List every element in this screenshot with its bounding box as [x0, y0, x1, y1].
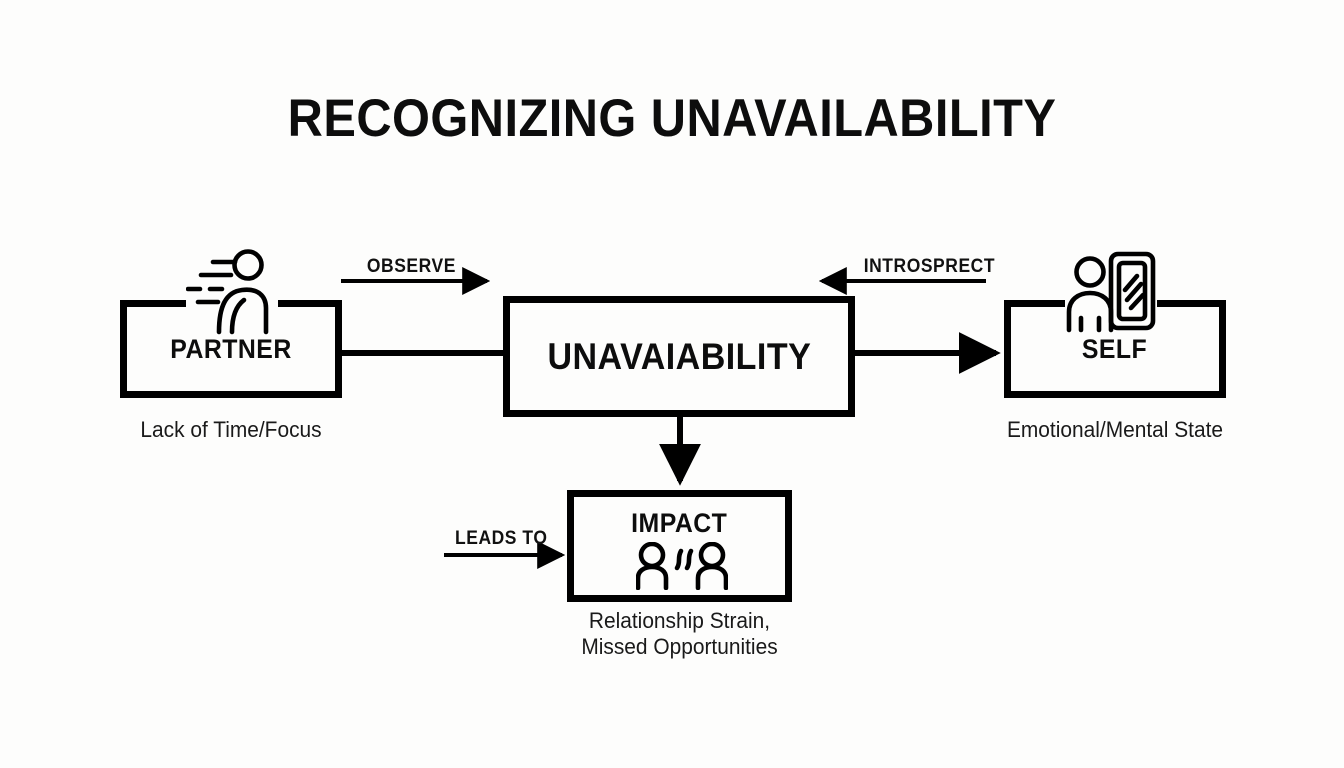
node-unavailability[interactable]: UNAVAIABILITY	[503, 296, 855, 417]
link-label-observe: OBSERVE	[366, 256, 456, 277]
node-unavailability-label: UNAVAIABILITY	[547, 336, 811, 377]
running-person-icon	[186, 248, 278, 336]
node-partner-caption: Lack of Time/Focus	[140, 417, 322, 442]
node-self-caption: Emotional/Mental State	[1006, 417, 1224, 442]
node-impact[interactable]: IMPACT	[567, 490, 792, 602]
page-title: RECOGNIZING UNAVAILABILITY	[287, 89, 1057, 148]
person-mirror-icon	[1065, 250, 1157, 334]
link-label-leads-to: LEADS TO	[455, 528, 548, 549]
node-partner-label: PARTNER	[170, 333, 292, 364]
node-partner[interactable]: PARTNER	[120, 300, 342, 398]
node-impact-label: IMPACT	[631, 508, 728, 538]
two-people-split-icon	[636, 542, 728, 590]
link-label-introspect: INTROSPRECT	[863, 256, 996, 277]
node-impact-caption: Relationship Strain, Missed Opportunitie…	[581, 608, 778, 659]
node-self-label: SELF	[1082, 333, 1148, 364]
